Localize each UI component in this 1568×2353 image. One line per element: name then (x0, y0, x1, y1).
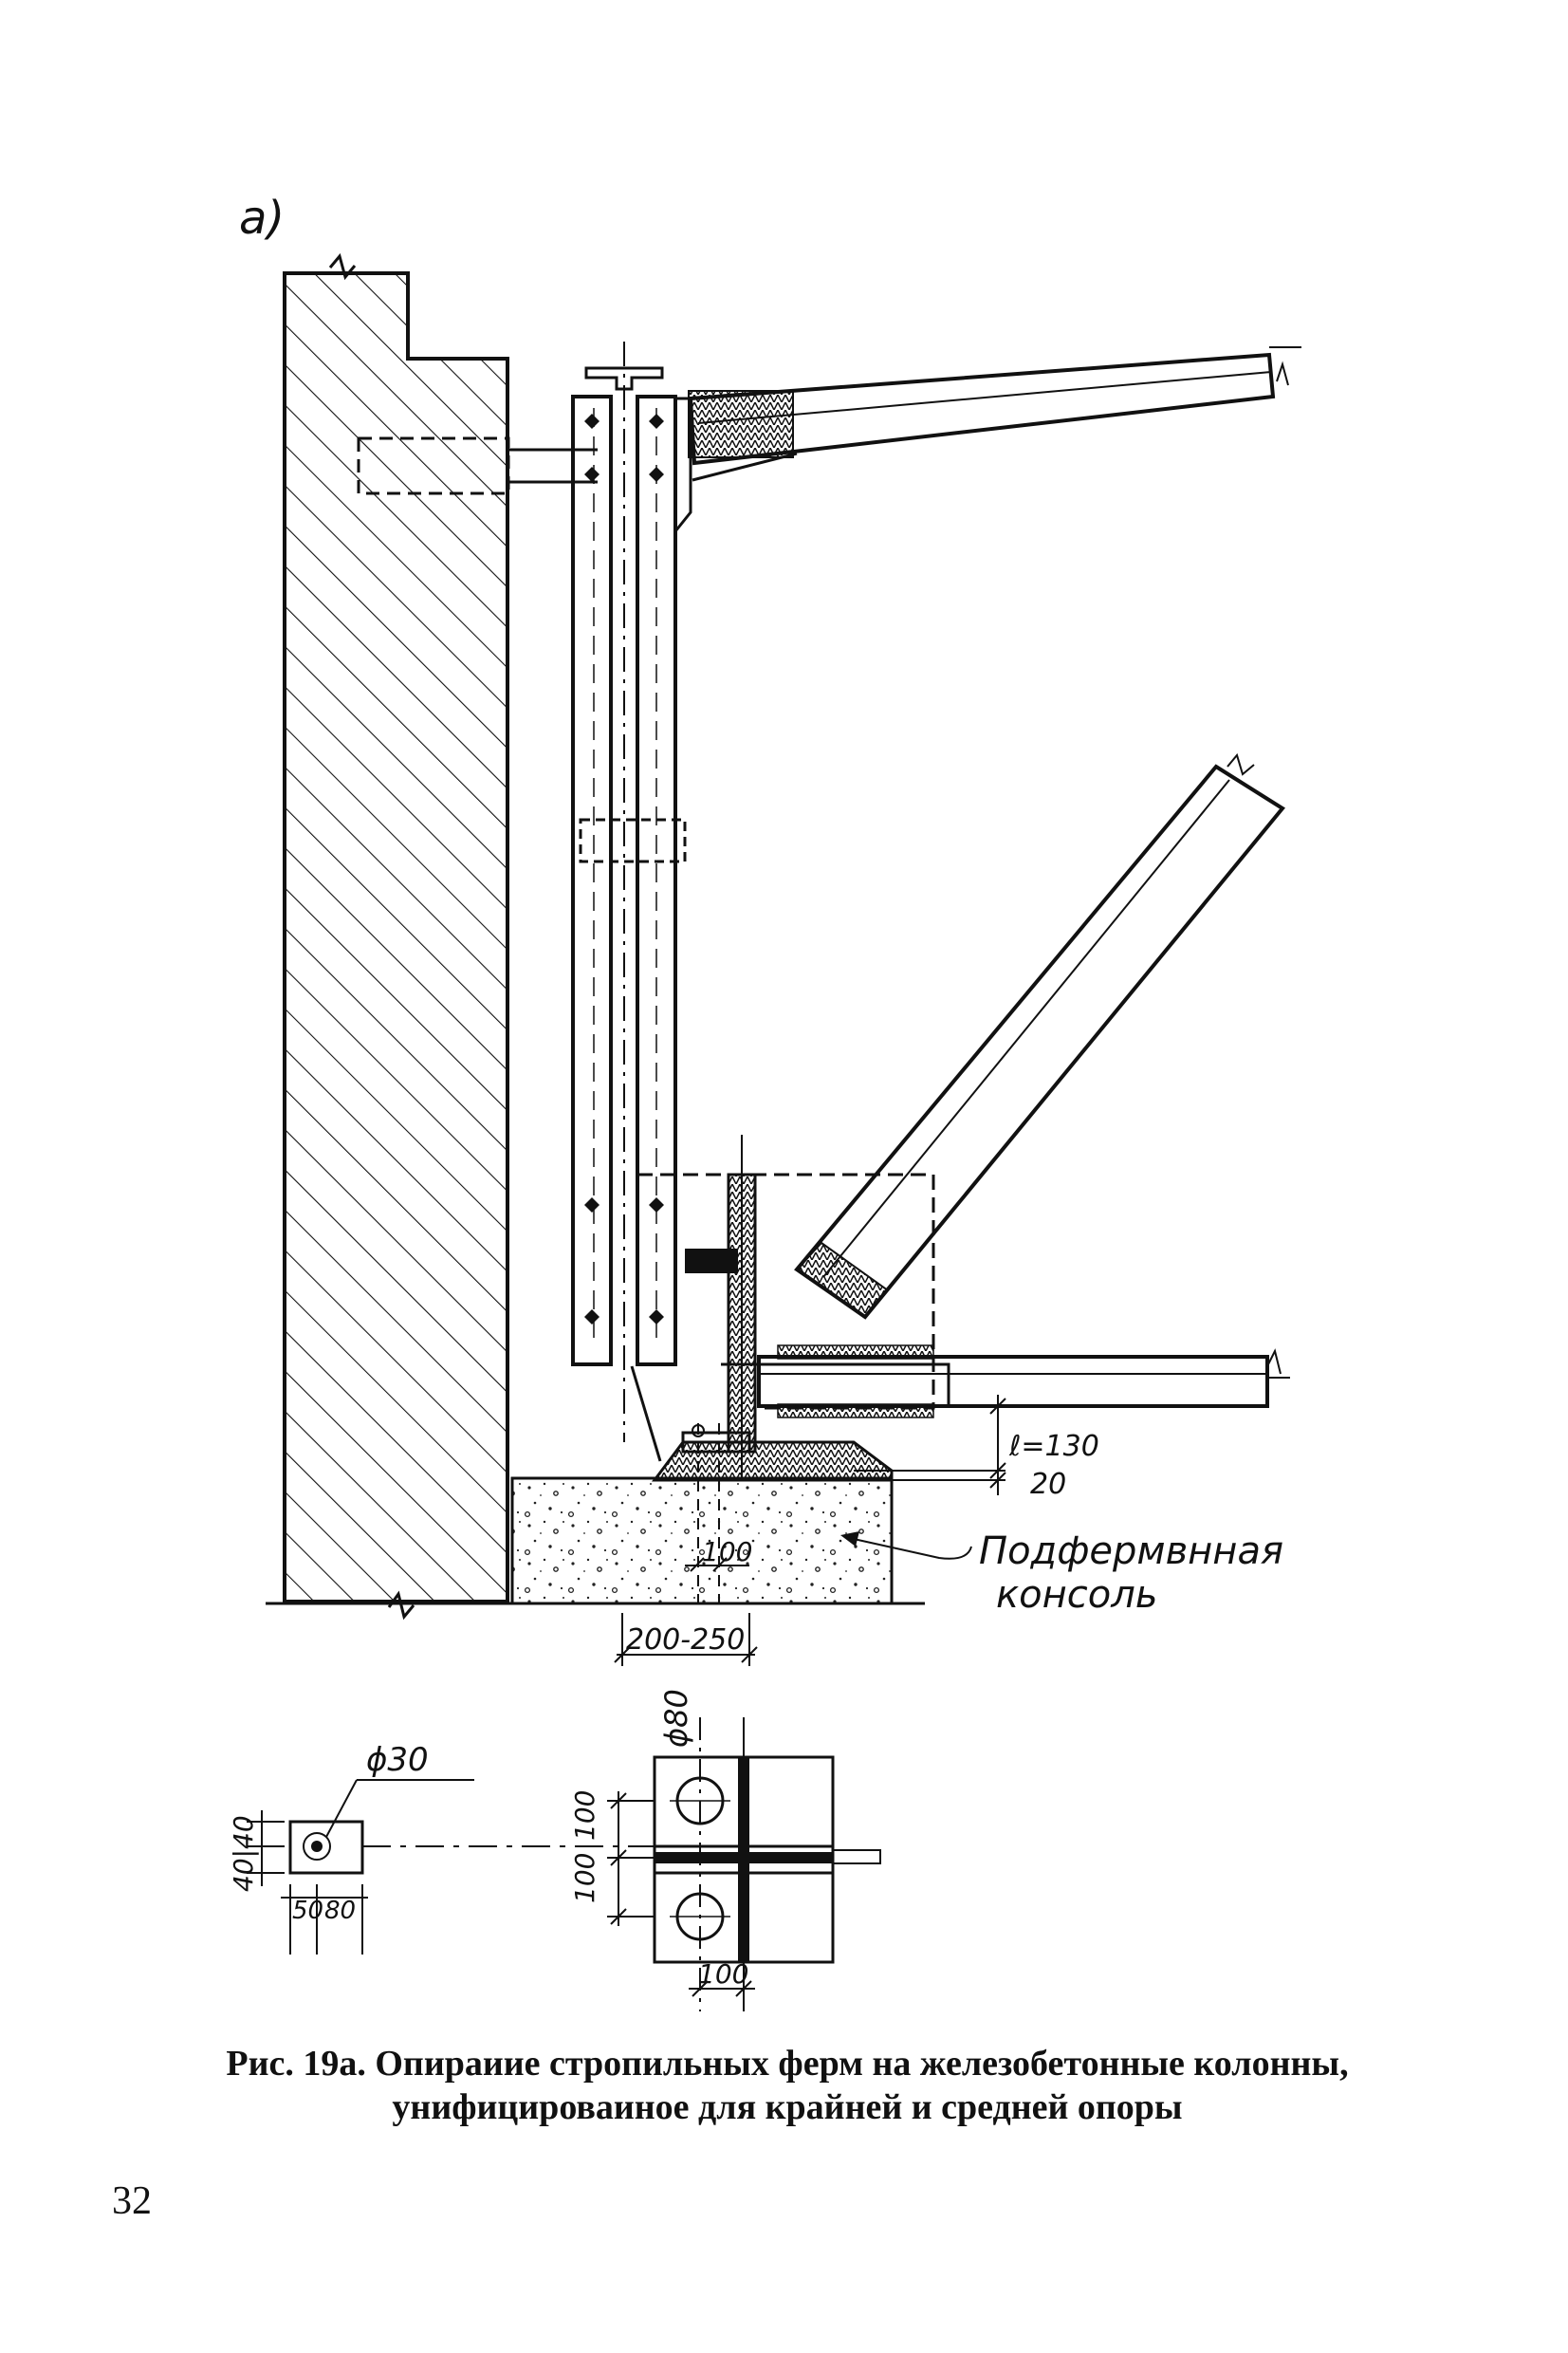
figure-caption: Рис. 19а. Опираиие стропильных ферм на ж… (152, 2042, 1423, 2129)
caption-line-2: унифицироваиное для крайней и средней оп… (392, 2087, 1183, 2127)
upper-chord (673, 346, 1301, 532)
dim-200-250-label: 200-250 (626, 1623, 745, 1657)
base-plate-plan (607, 1717, 881, 2011)
callout-leader (853, 1538, 972, 1560)
dim-100-bottom-label: 100 (698, 1958, 748, 1990)
console-block (510, 1476, 894, 1605)
dim-80-label: 80 (324, 1897, 356, 1925)
panel-label: а) (239, 192, 285, 245)
dim-diam80-label: ϕ80 (658, 1689, 694, 1748)
page-number: 32 (112, 2179, 152, 2223)
dimension-l130 (854, 1395, 1006, 1495)
base-plate (630, 1365, 894, 1603)
dimension-100-block (685, 1557, 749, 1572)
wall-anchor (357, 436, 598, 495)
dim-100-upper-label: 100 (569, 1790, 600, 1841)
diagonal-brace (794, 752, 1285, 1320)
dimension-200-250 (614, 1613, 758, 1666)
callout-label-line2: консоль (996, 1573, 1157, 1617)
dim-20-label: 20 (1030, 1468, 1066, 1501)
callout-label-line1: Подфермвнная (979, 1529, 1283, 1573)
dim-100-lower-label: 100 (569, 1853, 600, 1903)
callout-arrow (840, 1531, 859, 1547)
caption-line-1: Рис. 19а. Опираиие стропильных ферм на ж… (226, 2044, 1349, 2084)
dim-100-block-label: 100 (702, 1536, 752, 1567)
dim-40-40-label: 40|40 (228, 1815, 259, 1892)
dim-diam30-label: ϕ30 (366, 1741, 429, 1779)
washer-plate-detail (247, 1779, 806, 1955)
steel-post (571, 342, 687, 1442)
concrete-column (283, 252, 509, 1621)
dim-50-label: 50 (292, 1897, 323, 1925)
lower-chord (757, 1344, 1290, 1418)
dim-l130-label: ℓ=130 (1008, 1430, 1099, 1463)
support-gusset (637, 1135, 950, 1480)
